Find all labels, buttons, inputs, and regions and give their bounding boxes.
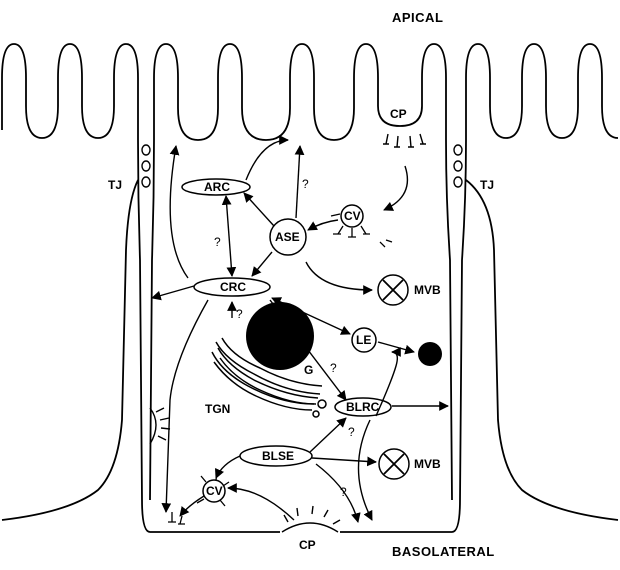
cp-top-label: CP [390, 107, 407, 121]
mvb-bottom-label: MVB [414, 457, 441, 471]
ase-label: ASE [275, 230, 300, 244]
tgn-label: TGN [205, 402, 230, 416]
le-label: LE [356, 333, 371, 347]
tj-right-label: TJ [480, 178, 494, 192]
arc-label: ARC [204, 180, 230, 194]
cp-bottom-label: CP [299, 538, 316, 552]
question-mark: ? [348, 425, 355, 439]
mvb-bottom [379, 449, 409, 479]
crc-label: CRC [220, 280, 246, 294]
tj-left-label: TJ [108, 178, 122, 192]
question-mark: ? [340, 485, 347, 499]
cv-bottom-label: CV [206, 484, 223, 498]
blrc-label: BLRC [346, 400, 380, 414]
blse-label: BLSE [262, 449, 294, 463]
lysosome [418, 342, 442, 366]
clathrin-pit-top [383, 134, 426, 147]
apical-membrane [2, 44, 618, 140]
question-mark: ? [236, 307, 243, 321]
cv-top-label: CV [344, 209, 361, 223]
question-mark: ? [330, 361, 337, 375]
lateral-receptors [150, 408, 170, 444]
tight-junction-left [142, 145, 150, 187]
basolateral-label: BASOLATERAL [392, 544, 495, 559]
question-mark: ? [214, 235, 221, 249]
mvb-top-label: MVB [414, 283, 441, 297]
mvb-top [378, 275, 408, 305]
tight-junction-right [454, 145, 462, 187]
coated-vesicle-top [331, 205, 392, 247]
clathrin-pit-bottom [282, 506, 340, 532]
apical-label: APICAL [392, 10, 443, 25]
question-mark: ? [302, 177, 309, 191]
g-label: G [304, 363, 313, 377]
